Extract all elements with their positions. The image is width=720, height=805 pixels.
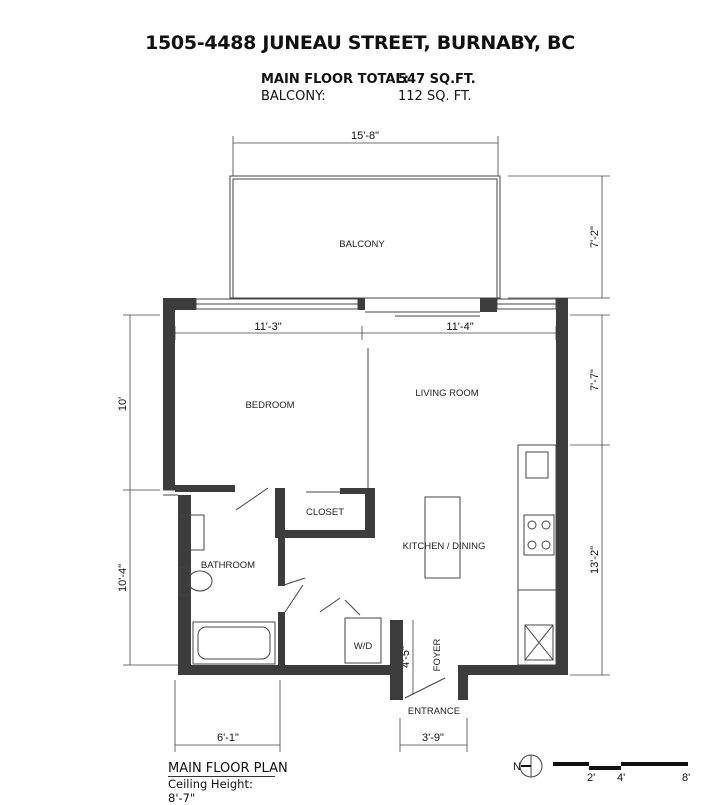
main-floor-value: 547 SQ.FT. — [398, 72, 476, 87]
balcony-value: 112 SQ. FT. — [398, 89, 472, 104]
scale-label-2: 2' — [587, 772, 595, 784]
room-label-balcony: BALCONY — [339, 239, 385, 250]
room-label-bathroom: BATHROOM — [201, 560, 255, 571]
address-title: 1505-4488 JUNEAU STREET, BURNABY, BC — [145, 32, 575, 54]
main-floor-label: MAIN FLOOR TOTAL: — [261, 72, 409, 87]
dim-bathroom-width: 6'-1" — [217, 732, 239, 744]
kitchen-island — [424, 496, 461, 579]
kitchen-counter — [424, 444, 557, 666]
dim-foyer-width: 3'-9" — [422, 732, 444, 744]
scale-bar-icon — [553, 762, 688, 770]
door-swing-icon — [235, 487, 446, 699]
dim-kitchen-depth: 13'-2" — [589, 546, 601, 574]
scale-label-4: 4' — [617, 772, 625, 784]
bathtub-icon — [192, 621, 276, 665]
dim-balcony-width: 15'-8" — [351, 130, 379, 142]
dim-living-depth: 7'-7" — [589, 369, 601, 391]
room-label-washer-dryer: W/D — [354, 641, 373, 652]
room-label-entrance: ENTRANCE — [408, 706, 460, 717]
toilet-icon — [179, 566, 191, 596]
dim-balcony-depth: 7'-2" — [589, 226, 601, 248]
sink-icon — [181, 514, 205, 551]
north-arrow-icon — [519, 754, 543, 778]
dim-bedroom-depth: 10' — [117, 397, 129, 411]
exterior-walls — [163, 298, 568, 700]
room-label-bedroom: BEDROOM — [245, 400, 294, 411]
plan-title: MAIN FLOOR PLAN — [168, 761, 288, 776]
room-label-kitchen-dining: KITCHEN / DINING — [403, 541, 486, 552]
balcony-outline — [229, 175, 501, 299]
north-label: N — [513, 761, 521, 773]
balcony-label: BALCONY: — [261, 89, 326, 104]
room-label-foyer: FOYER — [432, 639, 443, 672]
washer-dryer — [344, 617, 382, 664]
dimension-lines — [123, 136, 610, 752]
sink-icon — [525, 451, 549, 479]
interior-walls — [175, 485, 375, 667]
stove-icon — [523, 514, 555, 556]
windows — [163, 298, 557, 496]
dim-living-width: 11'-4" — [446, 321, 473, 333]
room-label-closet: CLOSET — [306, 507, 344, 518]
dim-bathroom-depth: 10'-4" — [117, 564, 129, 592]
room-label-living-room: LIVING ROOM — [415, 388, 478, 399]
dim-bedroom-width: 11'-3" — [254, 321, 281, 333]
scale-label-8: 8' — [682, 772, 690, 784]
bathroom-fixtures — [179, 514, 382, 665]
